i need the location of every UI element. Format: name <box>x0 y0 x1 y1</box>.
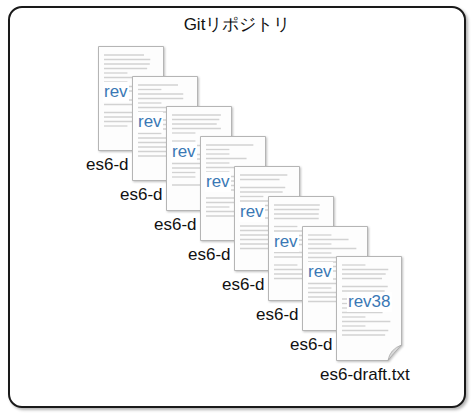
page-text-line <box>308 252 331 253</box>
page-text-line <box>138 84 178 85</box>
page-text-line <box>240 187 285 188</box>
page-text-line <box>240 174 287 175</box>
revision-label: rev <box>205 172 231 192</box>
revision-label: rev38 <box>347 292 392 312</box>
page-text-line <box>206 144 253 145</box>
file-name: es6-d <box>256 305 299 325</box>
revision-label: rev <box>239 202 265 222</box>
page-text-line <box>172 132 195 133</box>
page-text-line <box>308 243 331 244</box>
page-text-line <box>342 286 388 287</box>
page-text-line <box>104 68 147 69</box>
page-text-line <box>274 226 297 227</box>
page-text-line <box>104 125 127 126</box>
file-name: es6-d <box>290 335 333 355</box>
page-text-line <box>172 172 195 173</box>
page-text-line <box>206 158 247 159</box>
page-sheet <box>337 257 402 361</box>
page-text-line <box>274 209 319 210</box>
page-text-line <box>172 128 221 129</box>
page-text-line <box>274 264 297 265</box>
page-text-line <box>342 269 388 270</box>
page-text-line <box>342 312 383 313</box>
page-text-line <box>138 102 161 103</box>
page-text-line <box>172 176 195 177</box>
page-text-line <box>138 89 161 90</box>
page-text-line <box>342 330 388 331</box>
page-text-line <box>104 72 127 73</box>
page-text-line <box>274 218 319 219</box>
page-text-line <box>172 119 219 120</box>
page-text-line <box>342 325 365 326</box>
page-text-line <box>172 114 221 115</box>
file-name: es6-d <box>86 155 129 175</box>
page-text-line <box>342 278 382 279</box>
repository-frame: Gitリポジトリ rev es6-d rev es6-d rev es6-d rev es6-d… <box>8 6 466 408</box>
page-text-line <box>104 59 150 60</box>
page-text-line <box>104 54 144 55</box>
page-text-line <box>206 149 229 150</box>
page-text-line <box>274 213 319 214</box>
page-text-line <box>206 206 229 207</box>
revision-label: rev <box>307 262 333 282</box>
page-text-line <box>240 179 280 180</box>
page-text-line <box>206 162 229 163</box>
revision-label: rev <box>171 142 197 162</box>
file-name: es6-d <box>188 245 231 265</box>
document-page: rev38es6-draft.txt <box>336 256 402 361</box>
page-text-line <box>172 123 217 124</box>
page-text-line <box>138 93 183 94</box>
page-text-line <box>240 196 263 197</box>
file-name: es6-d <box>120 185 163 205</box>
page-text-line <box>342 316 365 317</box>
file-name: es6-d <box>154 215 197 235</box>
page-text-line <box>206 153 229 154</box>
file-name: es6-draft.txt <box>320 365 410 385</box>
file-name: es6-d <box>222 275 265 295</box>
revision-label: rev <box>137 112 163 132</box>
page-text-line <box>342 321 390 322</box>
page-text-line <box>342 264 365 265</box>
page-curl <box>388 345 402 361</box>
repository-title: Gitリポジトリ <box>10 15 464 35</box>
revision-label: rev <box>103 82 129 102</box>
page-text-line <box>308 239 349 240</box>
page-text-line <box>138 98 183 99</box>
page-text-line <box>104 63 150 64</box>
page-text-line <box>308 287 331 288</box>
page-text-line <box>342 273 386 274</box>
page-text-line <box>138 133 161 134</box>
page-text-line <box>308 234 331 235</box>
page-text-line <box>342 334 385 335</box>
revision-label: rev <box>273 232 299 252</box>
page-text-line <box>308 248 356 249</box>
page-text-line <box>274 204 320 205</box>
page-text-line <box>240 191 283 192</box>
